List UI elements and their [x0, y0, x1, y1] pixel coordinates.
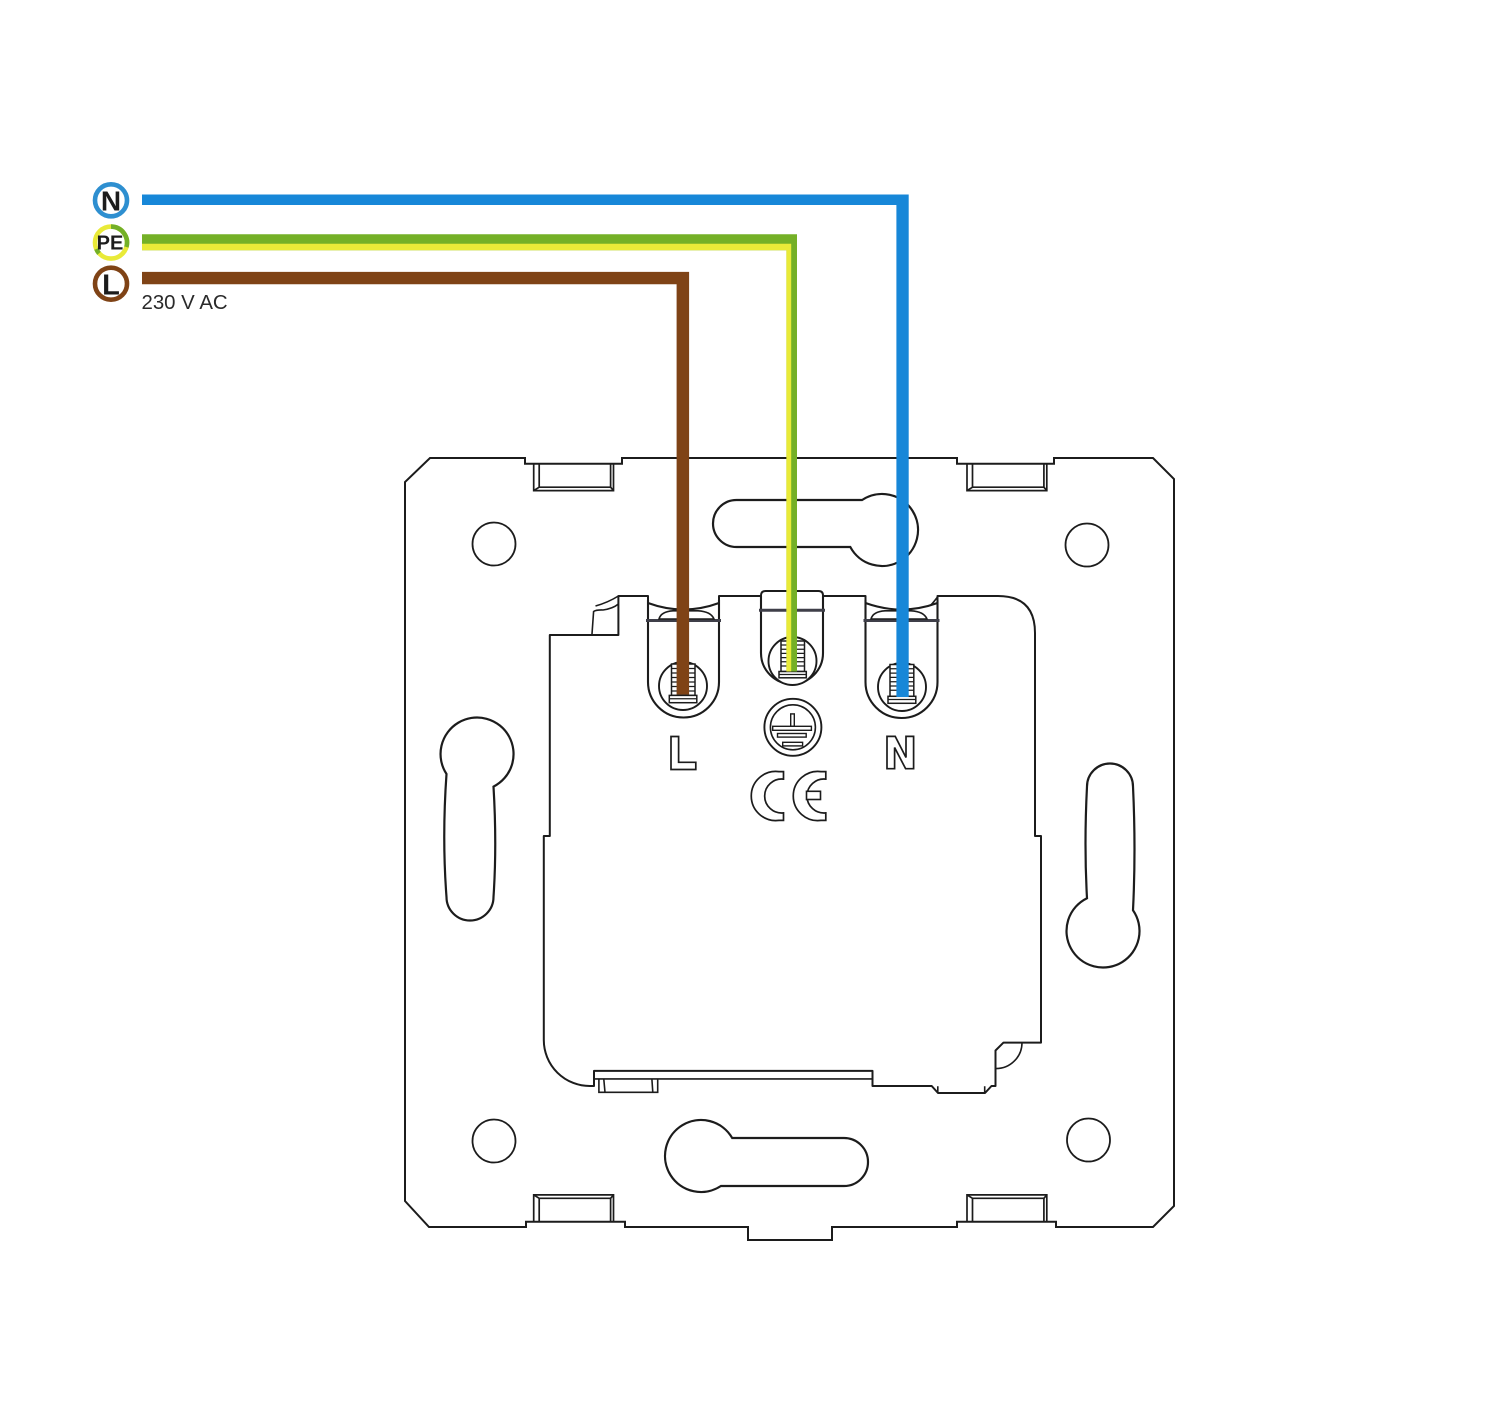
svg-text:PE: PE [97, 233, 124, 255]
svg-text:230 V AC: 230 V AC [142, 292, 228, 314]
svg-text:L: L [102, 270, 120, 302]
svg-text:N: N [101, 185, 121, 216]
